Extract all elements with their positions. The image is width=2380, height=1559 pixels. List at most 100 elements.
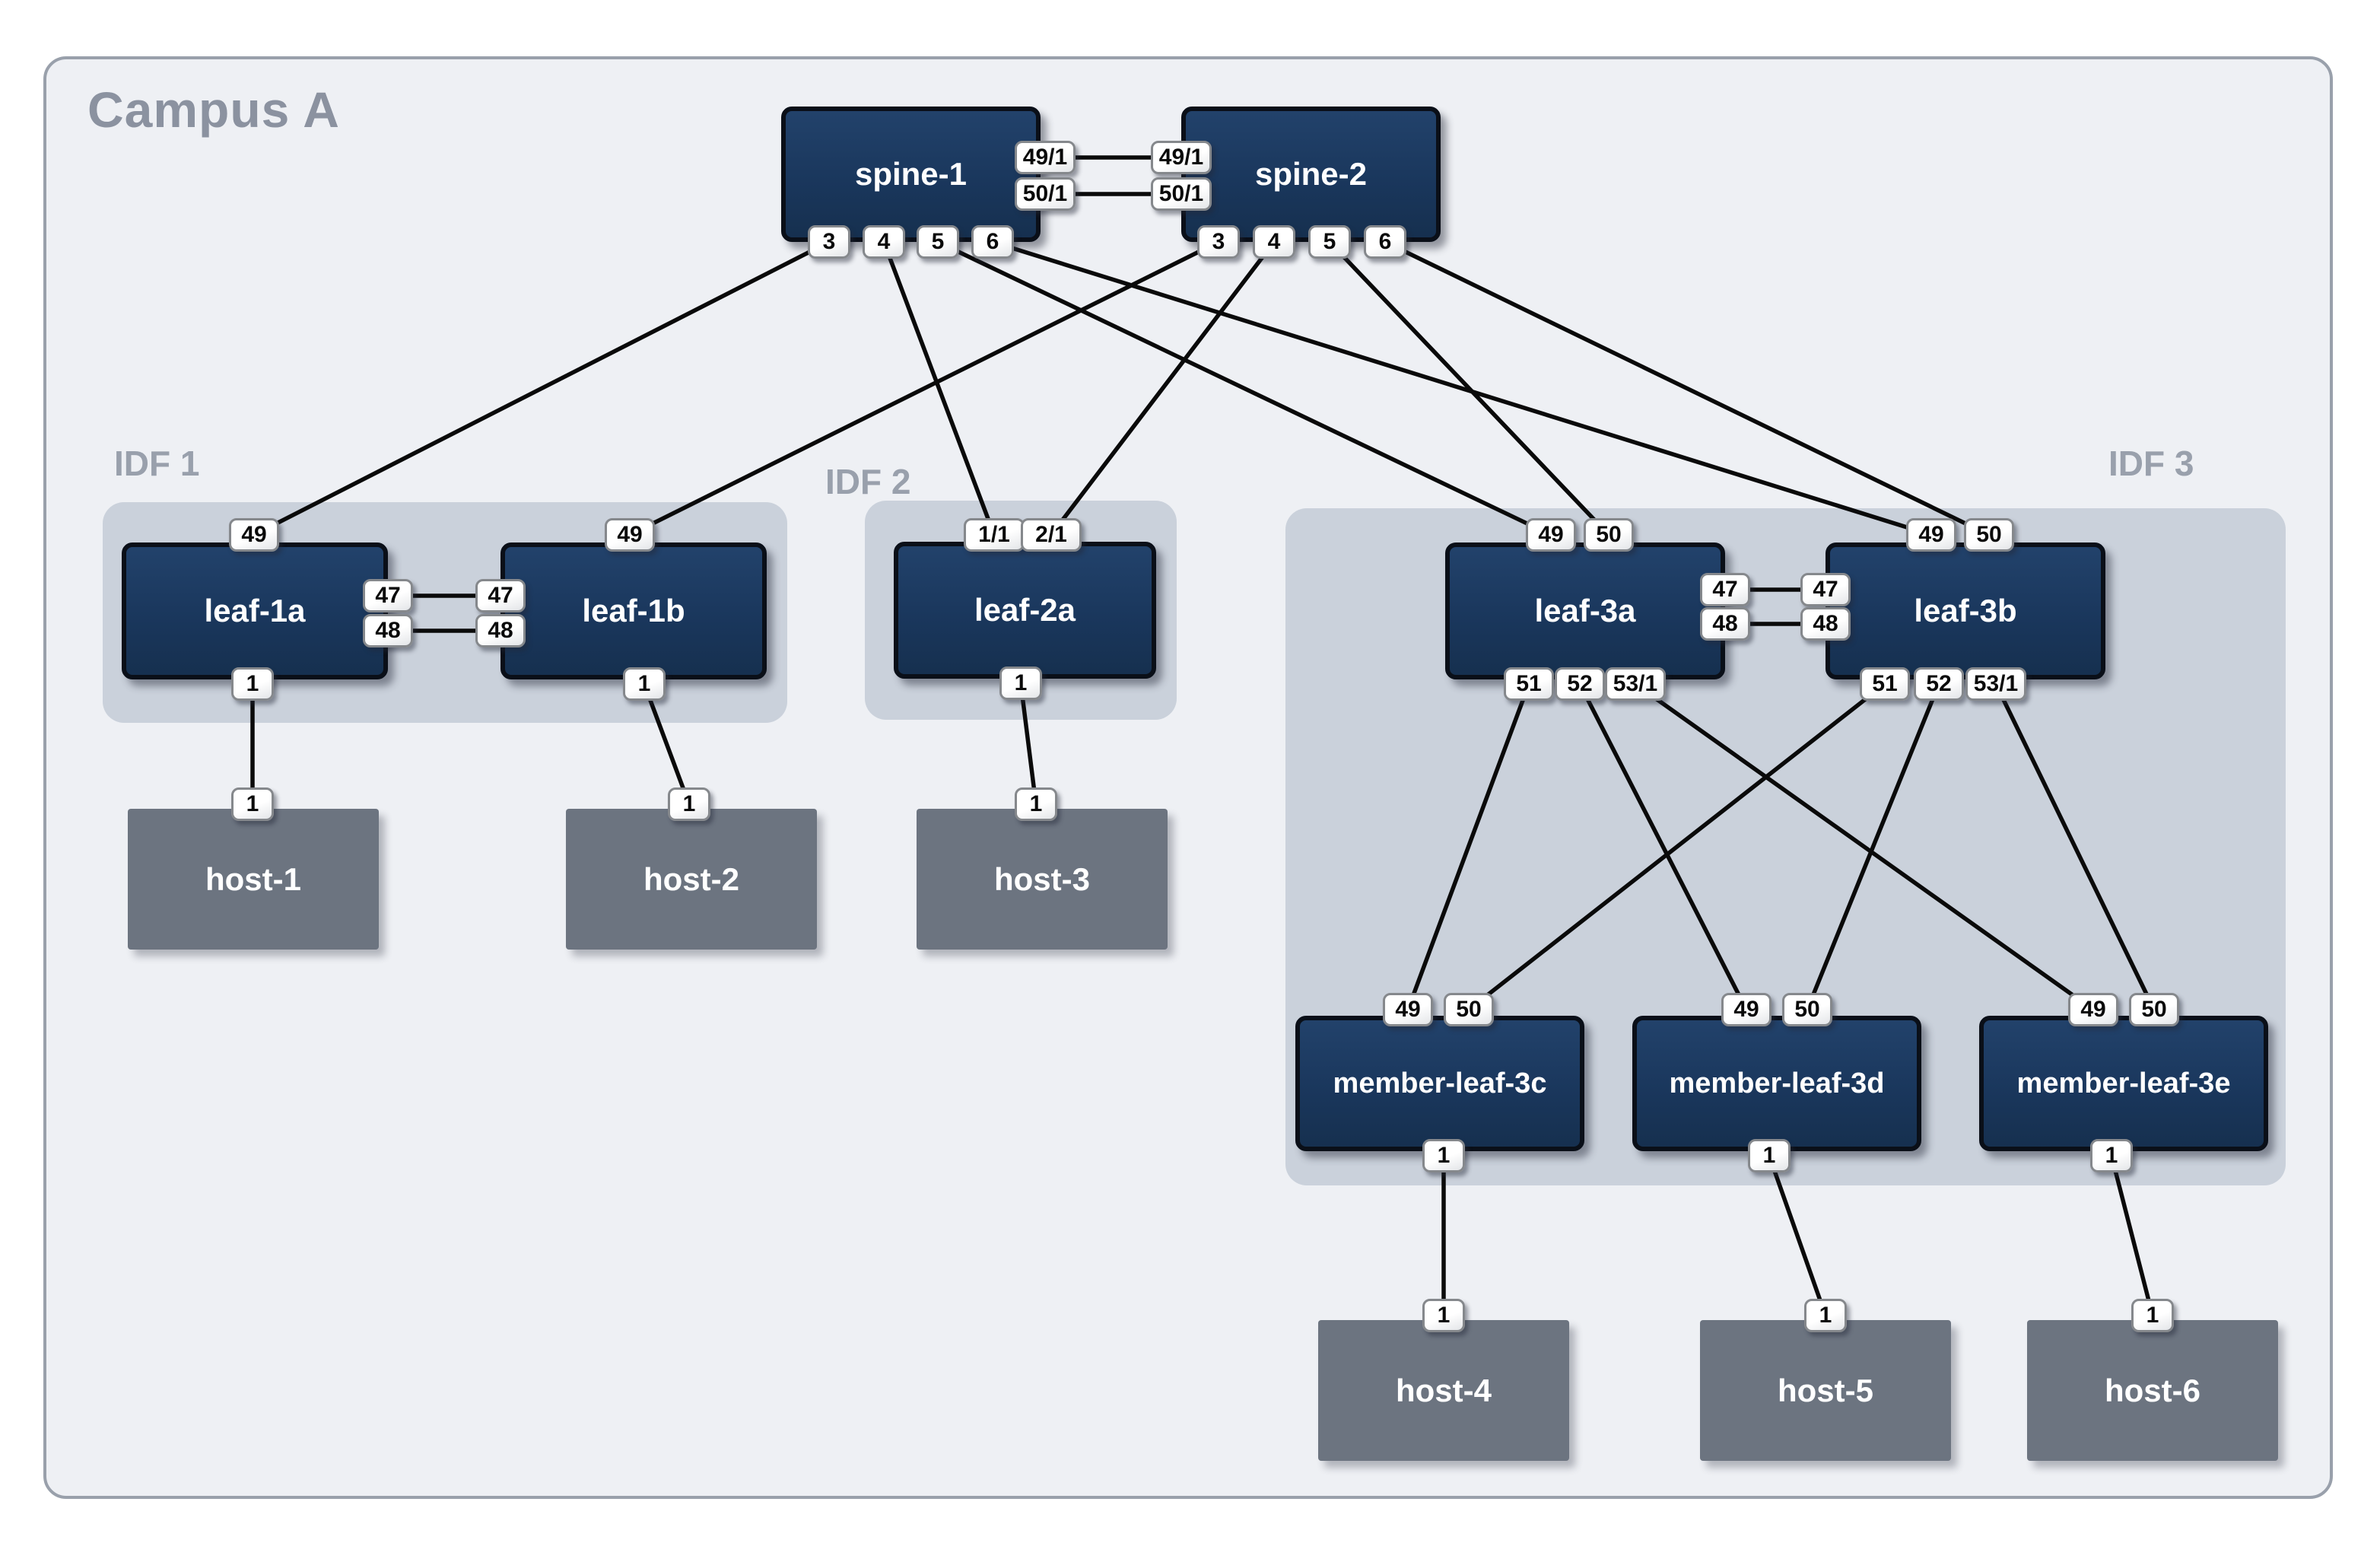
port-leaf-2a-1[interactable]: 1: [999, 667, 1042, 700]
link-spine-1-6--leaf-3b-49: [990, 240, 1934, 537]
node-leaf-1a[interactable]: leaf-1a: [122, 542, 388, 679]
port-host-3-1[interactable]: 1: [1015, 787, 1057, 821]
port-leaf-3b-50[interactable]: 50: [1964, 518, 2014, 552]
link-leaf-3a-52--member-leaf-3d-49: [1578, 682, 1749, 1012]
port-leaf-3a-49[interactable]: 49: [1526, 518, 1576, 552]
port-member-leaf-3c-1[interactable]: 1: [1422, 1139, 1465, 1172]
port-leaf-1a-47[interactable]: 47: [363, 579, 413, 612]
node-label: leaf-3b: [1914, 593, 2017, 628]
port-spine-2-6[interactable]: 6: [1364, 225, 1406, 259]
node-label: spine-1: [854, 156, 968, 192]
port-leaf-3b-48[interactable]: 48: [1800, 607, 1851, 641]
port-leaf-3a-50[interactable]: 50: [1584, 518, 1634, 552]
link-leaf-3a-51--member-leaf-3c-49: [1406, 682, 1531, 1012]
node-label: leaf-1b: [582, 593, 685, 628]
port-leaf-3a-52[interactable]: 52: [1555, 667, 1605, 701]
port-member-leaf-3d-1[interactable]: 1: [1748, 1139, 1791, 1172]
port-member-leaf-3e-49[interactable]: 49: [2068, 993, 2118, 1026]
node-label: leaf-1a: [204, 593, 306, 628]
link-spine-2-3--leaf-1b-49: [628, 240, 1221, 537]
link-leaf-2a-1--host-3-1: [1018, 681, 1038, 807]
node-host-3[interactable]: host-3: [917, 809, 1168, 950]
port-host-2-1[interactable]: 1: [668, 787, 710, 821]
port-leaf-1a-1[interactable]: 1: [231, 667, 274, 701]
port-spine-1-6[interactable]: 6: [971, 225, 1014, 259]
node-host-5[interactable]: host-5: [1700, 1320, 1951, 1461]
port-leaf-2a-2-1[interactable]: 2/1: [1021, 518, 1082, 552]
port-member-leaf-3c-49[interactable]: 49: [1383, 993, 1433, 1026]
port-leaf-2a-1-1[interactable]: 1/1: [964, 518, 1025, 552]
port-spine-1-4[interactable]: 4: [863, 225, 905, 259]
port-member-leaf-3e-50[interactable]: 50: [2129, 993, 2179, 1026]
node-member-leaf-3d[interactable]: member-leaf-3d: [1632, 1016, 1921, 1151]
node-member-leaf-3e[interactable]: member-leaf-3e: [1979, 1016, 2268, 1151]
node-host-4[interactable]: host-4: [1318, 1320, 1569, 1461]
port-spine-2-4[interactable]: 4: [1253, 225, 1295, 259]
link-leaf-3b-51--member-leaf-3c-50: [1466, 682, 1887, 1012]
link-spine-2-6--leaf-3b-50: [1383, 240, 1991, 537]
node-host-6[interactable]: host-6: [2027, 1320, 2278, 1461]
port-spine-1-49-1[interactable]: 49/1: [1015, 141, 1076, 174]
port-leaf-3a-51[interactable]: 51: [1504, 667, 1554, 701]
port-member-leaf-3d-49[interactable]: 49: [1721, 993, 1771, 1026]
port-leaf-1b-47[interactable]: 47: [475, 579, 526, 612]
port-leaf-1b-1[interactable]: 1: [623, 667, 666, 701]
port-leaf-3b-49[interactable]: 49: [1906, 518, 1956, 552]
link-member-leaf-3d-1--host-5-1: [1767, 1153, 1828, 1318]
port-leaf-3b-47[interactable]: 47: [1800, 573, 1851, 606]
node-leaf-3b[interactable]: leaf-3b: [1826, 542, 2105, 679]
node-label: member-leaf-3c: [1333, 1067, 1547, 1099]
port-member-leaf-3e-1[interactable]: 1: [2090, 1139, 2133, 1172]
node-label: host-2: [643, 861, 739, 897]
link-leaf-1b-1--host-2-1: [642, 682, 691, 807]
port-member-leaf-3d-50[interactable]: 50: [1782, 993, 1832, 1026]
port-leaf-3a-48[interactable]: 48: [1700, 607, 1750, 641]
node-member-leaf-3c[interactable]: member-leaf-3c: [1295, 1016, 1584, 1151]
port-spine-1-3[interactable]: 3: [808, 225, 850, 259]
port-host-4-1[interactable]: 1: [1422, 1299, 1465, 1332]
port-leaf-3b-51[interactable]: 51: [1860, 667, 1910, 701]
port-host-5-1[interactable]: 1: [1804, 1299, 1847, 1332]
node-label: host-4: [1396, 1372, 1492, 1408]
port-leaf-3a-53-1[interactable]: 53/1: [1605, 667, 1666, 701]
port-leaf-3b-53-1[interactable]: 53/1: [1965, 667, 2026, 701]
node-label: host-6: [2105, 1372, 2200, 1408]
link-member-leaf-3e-1--host-6-1: [2109, 1153, 2155, 1318]
port-host-6-1[interactable]: 1: [2131, 1299, 2174, 1332]
port-leaf-3b-52[interactable]: 52: [1914, 667, 1964, 701]
port-spine-1-50-1[interactable]: 50/1: [1015, 177, 1076, 211]
node-host-2[interactable]: host-2: [566, 809, 817, 950]
campus-title: Campus A: [87, 81, 340, 138]
node-label: host-3: [994, 861, 1090, 897]
port-leaf-1b-49[interactable]: 49: [605, 518, 655, 552]
link-spine-1-4--leaf-2a-1-1: [882, 240, 996, 537]
port-spine-2-3[interactable]: 3: [1197, 225, 1240, 259]
link-spine-1-5--leaf-3a-49: [936, 240, 1553, 537]
link-leaf-3b-52--member-leaf-3d-50: [1805, 682, 1941, 1012]
node-label: host-1: [205, 861, 301, 897]
node-host-1[interactable]: host-1: [128, 809, 379, 950]
node-leaf-3a[interactable]: leaf-3a: [1445, 542, 1725, 679]
node-spine-2[interactable]: spine-2: [1181, 107, 1441, 242]
port-spine-1-5[interactable]: 5: [917, 225, 959, 259]
node-spine-1[interactable]: spine-1: [781, 107, 1041, 242]
port-leaf-3a-47[interactable]: 47: [1700, 573, 1750, 606]
port-spine-2-50-1[interactable]: 50/1: [1151, 177, 1212, 211]
node-label: member-leaf-3e: [2016, 1067, 2231, 1099]
port-leaf-1a-48[interactable]: 48: [363, 614, 413, 647]
port-member-leaf-3c-50[interactable]: 50: [1444, 993, 1494, 1026]
link-spine-2-4--leaf-2a-2-1: [1049, 240, 1276, 537]
zone-label-idf2: IDF 2: [825, 462, 911, 501]
zone-label-idf1: IDF 1: [114, 444, 200, 483]
node-label: leaf-2a: [974, 592, 1076, 628]
port-host-1-1[interactable]: 1: [231, 787, 274, 821]
port-spine-2-49-1[interactable]: 49/1: [1151, 141, 1212, 174]
node-leaf-2a[interactable]: leaf-2a: [894, 542, 1156, 679]
port-leaf-1a-49[interactable]: 49: [229, 518, 279, 552]
port-leaf-1b-48[interactable]: 48: [475, 614, 526, 647]
node-leaf-1b[interactable]: leaf-1b: [500, 542, 767, 679]
port-spine-2-5[interactable]: 5: [1308, 225, 1351, 259]
node-label: host-5: [1778, 1372, 1873, 1408]
